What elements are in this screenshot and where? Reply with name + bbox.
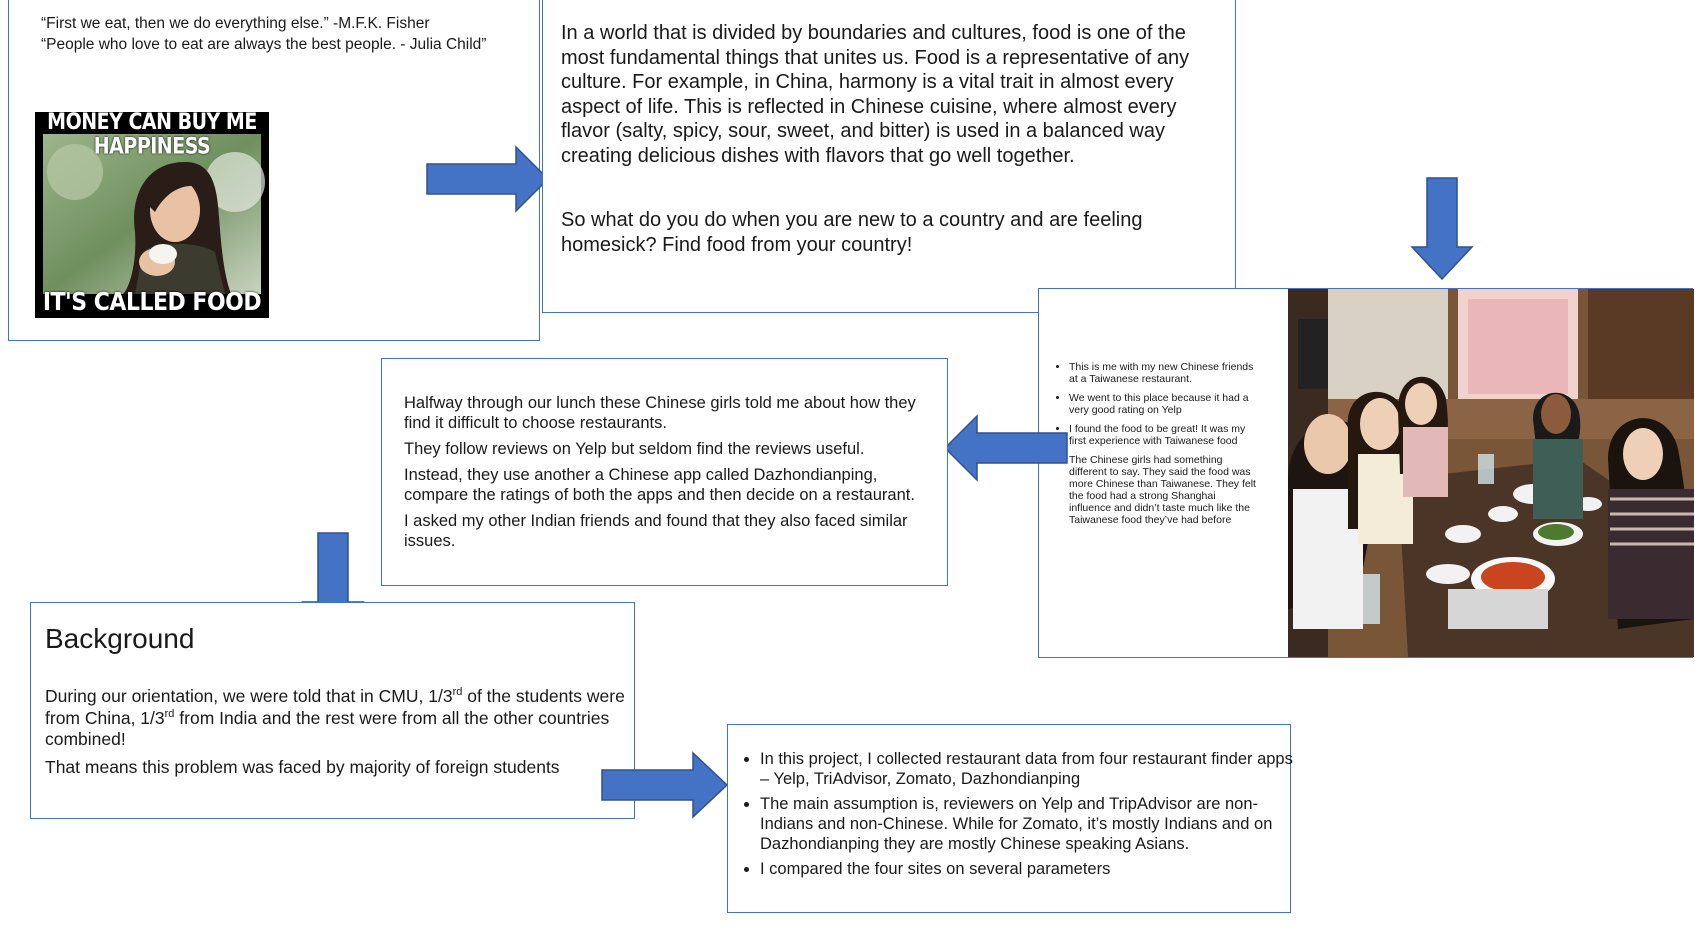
quote-fisher: “First we eat, then we do everything els… xyxy=(41,15,430,32)
list-item: I found the food to be great! It was my … xyxy=(1069,423,1259,447)
meme-photo xyxy=(43,134,265,294)
background-paragraph-1: During our orientation, we were told tha… xyxy=(45,686,625,749)
background-paragraph-2: That means this problem was faced by maj… xyxy=(45,756,560,777)
arrow-right-1 xyxy=(426,145,550,213)
quote-child: “People who love to eat are always the b… xyxy=(41,36,487,53)
meme-top-text: MONEY CAN BUY ME HAPPINESS xyxy=(47,112,257,160)
lunch-paragraph: They follow reviews on Yelp but seldom f… xyxy=(404,440,865,458)
background-box: Background During our orientation, we we… xyxy=(30,602,635,819)
list-item: This is me with my new Chinese friends a… xyxy=(1069,361,1259,385)
intro-box: In a world that is divided by boundaries… xyxy=(542,0,1236,313)
meme-bottom-text: IT'S CALLED FOOD xyxy=(42,288,262,317)
list-item: We went to this place because it had a v… xyxy=(1069,392,1259,416)
background-heading: Background xyxy=(45,623,195,654)
quotes: “First we eat, then we do everything els… xyxy=(41,13,486,55)
list-item: The Chinese girls had something differen… xyxy=(1069,454,1259,526)
arrow-down-1 xyxy=(1410,177,1474,281)
lunch-paragraph: Halfway through our lunch these Chinese … xyxy=(404,394,916,432)
group-photo-illustration xyxy=(1288,289,1694,657)
list-item: The main assumption is, reviewers on Yel… xyxy=(760,794,1300,854)
photo-slide-bullets: This is me with my new Chinese friends a… xyxy=(1051,361,1259,533)
photo-slide-box: This is me with my new Chinese friends a… xyxy=(1038,288,1694,658)
intro-paragraph-1: In a world that is divided by boundaries… xyxy=(561,22,1190,167)
food-meme-image: MONEY CAN BUY ME HAPPINESS IT'S CALLED F… xyxy=(35,112,269,318)
project-box: In this project, I collected restaurant … xyxy=(727,724,1293,913)
intro-paragraph-2: So what do you do when you are new to a … xyxy=(561,209,1143,256)
arrow-left-1 xyxy=(943,414,1068,482)
list-item: I compared the four sites on several par… xyxy=(760,859,1300,879)
lunch-paragraph: I asked my other Indian friends and foun… xyxy=(404,512,908,550)
arrow-right-2 xyxy=(601,751,729,819)
restaurant-group-photo xyxy=(1288,289,1694,657)
lunch-story-box: Halfway through our lunch these Chinese … xyxy=(381,358,948,586)
lunch-paragraph: Instead, they use another a Chinese app … xyxy=(404,466,915,504)
list-item: In this project, I collected restaurant … xyxy=(760,749,1300,789)
project-bullets: In this project, I collected restaurant … xyxy=(738,749,1300,884)
